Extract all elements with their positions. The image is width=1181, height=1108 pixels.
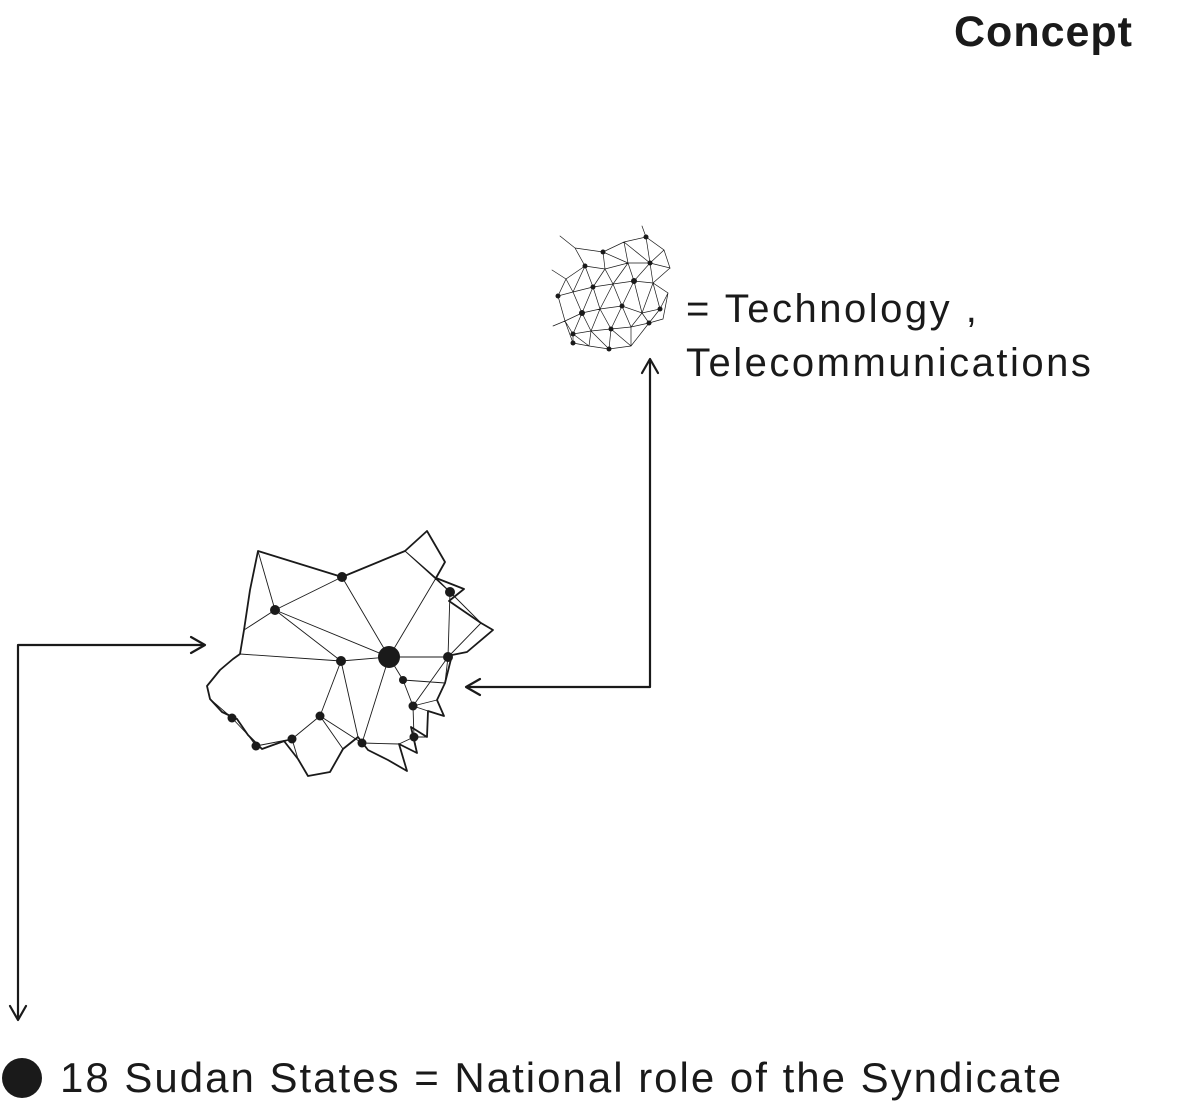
sudan-map-mesh-icon: [206, 530, 494, 777]
arrow-mesh-shaft: [466, 360, 652, 689]
arrowhead-down-icon: [8, 1004, 28, 1022]
arrow-legend-to-map: [8, 635, 207, 1022]
network-mesh-icon: [551, 225, 671, 352]
technology-annotation: = Technology , Telecommunications: [686, 282, 1093, 390]
arrowhead-right-icon: [189, 635, 207, 655]
states-legend-text: 18 Sudan States = National role of the S…: [60, 1054, 1064, 1101]
states-legend: 18 Sudan States = National role of the S…: [2, 1050, 1063, 1106]
capital-node: [378, 646, 400, 668]
arrow-legend-shaft: [16, 643, 205, 1020]
map-outline: [206, 530, 494, 777]
arrowhead-up-icon: [640, 357, 660, 375]
filled-circle-icon: [2, 1058, 42, 1098]
map-nodes: [227, 572, 455, 751]
mesh-edges: [551, 225, 671, 350]
page-title: Concept: [954, 8, 1133, 56]
arrowhead-left-icon: [464, 677, 482, 697]
map-internal-edges: [209, 550, 482, 760]
technology-annotation-line2: Telecommunications: [686, 341, 1094, 385]
mesh-nodes: [555, 234, 663, 352]
arrow-map-to-mesh: [464, 357, 660, 697]
technology-annotation-line1: = Technology ,: [686, 287, 980, 331]
